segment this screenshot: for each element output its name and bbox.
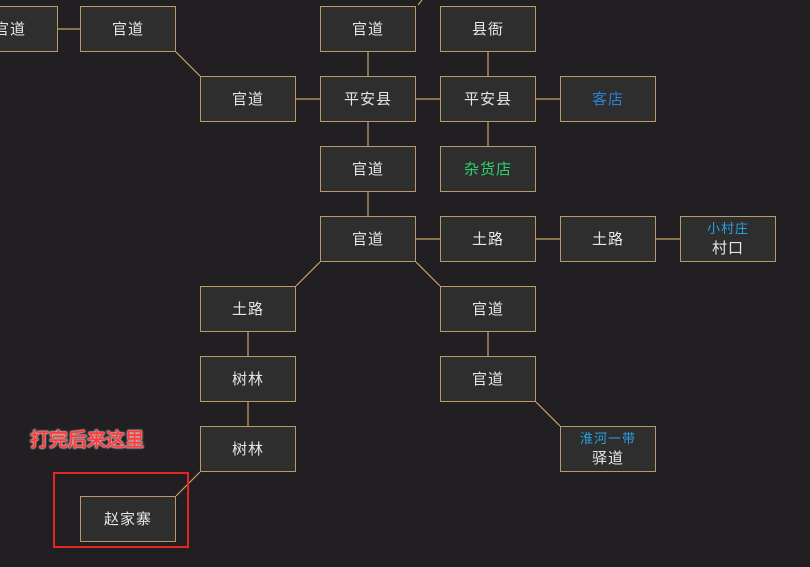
annotation-text: 打完后来这里 (30, 429, 145, 451)
path-link (417, 0, 423, 6)
path-link (175, 51, 201, 77)
node-name-label: 官道 (351, 20, 384, 38)
node-region-label: 淮河一带 (579, 431, 636, 447)
node-name-label: 土路 (591, 230, 624, 248)
path-link (415, 261, 441, 287)
map-node-n3[interactable]: 县衙 (440, 6, 536, 52)
map-node-n8[interactable]: 官道 (320, 146, 416, 192)
path-link (295, 261, 321, 287)
node-name-label: 赵家寨 (103, 510, 152, 528)
node-name-label: 县衙 (471, 20, 504, 38)
node-name-label: 树林 (231, 370, 264, 388)
node-name-label: 官道 (231, 90, 264, 108)
map-node-n17[interactable]: 官道 (440, 356, 536, 402)
node-name-label: 平安县 (343, 90, 392, 108)
node-name-label: 平安县 (463, 90, 512, 108)
node-region-label: 小村庄 (706, 221, 749, 237)
map-node-n1[interactable]: 官道 (80, 6, 176, 52)
node-name-label: 土路 (471, 230, 504, 248)
map-node-n14[interactable]: 土路 (200, 286, 296, 332)
map-node-n12[interactable]: 土路 (560, 216, 656, 262)
node-name-label: 土路 (231, 300, 264, 318)
map-node-n19[interactable]: 淮河一带驿道 (560, 426, 656, 472)
map-node-n20[interactable]: 赵家寨 (80, 496, 176, 542)
node-name-label: 官道 (0, 20, 26, 38)
node-name-label: 村口 (711, 238, 744, 257)
node-name-label: 官道 (471, 370, 504, 388)
map-node-n13[interactable]: 小村庄村口 (680, 216, 776, 262)
map-node-n10[interactable]: 官道 (320, 216, 416, 262)
map-node-n5[interactable]: 平安县 (320, 76, 416, 122)
node-name-label: 驿道 (591, 448, 624, 467)
map-node-n16[interactable]: 树林 (200, 356, 296, 402)
node-name-label: 官道 (471, 300, 504, 318)
map-node-n2[interactable]: 官道 (320, 6, 416, 52)
map-node-n11[interactable]: 土路 (440, 216, 536, 262)
node-name-label: 杂货店 (463, 160, 512, 178)
path-link (535, 401, 561, 427)
map-node-n9[interactable]: 杂货店 (440, 146, 536, 192)
map-node-n18[interactable]: 树林 (200, 426, 296, 472)
map-node-n6[interactable]: 平安县 (440, 76, 536, 122)
node-name-label: 官道 (111, 20, 144, 38)
map-node-n15[interactable]: 官道 (440, 286, 536, 332)
map-node-n0[interactable]: 官道 (0, 6, 58, 52)
map-node-n4[interactable]: 官道 (200, 76, 296, 122)
node-name-label: 树林 (231, 440, 264, 458)
node-name-label: 官道 (351, 230, 384, 248)
node-name-label: 官道 (351, 160, 384, 178)
map-node-n7[interactable]: 客店 (560, 76, 656, 122)
highlight-box (53, 472, 189, 548)
node-name-label: 客店 (591, 90, 624, 108)
